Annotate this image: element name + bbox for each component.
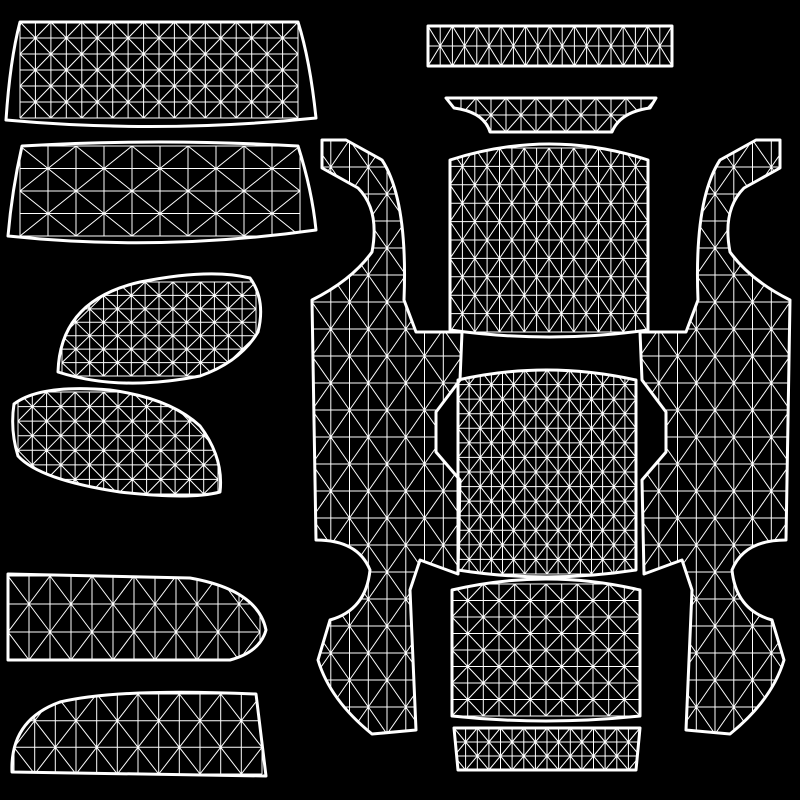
rear-bumper-outline <box>452 726 642 772</box>
rear-spoiler-strip-island <box>444 96 658 134</box>
trunk-island <box>450 577 642 723</box>
right-body-side-outline <box>638 138 792 736</box>
hood-island <box>448 142 650 339</box>
hood-mesh <box>450 147 648 333</box>
side-window-upper-mesh <box>8 575 261 660</box>
roof-outline <box>456 368 638 579</box>
rear-spoiler-strip-outline <box>444 96 658 134</box>
headlight-lower-island <box>11 387 223 498</box>
hood-outline <box>448 142 650 339</box>
right-body-side-mesh <box>640 140 790 734</box>
windshield-bottom-mesh <box>19 145 301 237</box>
left-body-side-island <box>310 138 464 736</box>
windshield-top-mesh <box>19 22 299 119</box>
windshield-top-outline <box>4 20 318 129</box>
headlight-lower-mesh <box>17 391 219 495</box>
right-body-side-island <box>638 138 792 736</box>
trunk-outline <box>450 577 642 723</box>
headlight-upper-island <box>56 272 263 385</box>
front-bumper-strip-island <box>426 24 674 68</box>
side-window-lower-outline <box>10 690 268 778</box>
front-bumper-strip-mesh <box>428 26 672 66</box>
side-window-upper-island <box>6 572 268 662</box>
windshield-bottom-outline <box>6 140 318 245</box>
left-body-side-mesh <box>312 140 462 734</box>
rear-bumper-island <box>452 726 642 772</box>
windshield-bottom-island <box>6 140 318 245</box>
side-window-upper-outline <box>6 572 268 662</box>
rear-bumper-mesh <box>454 728 640 770</box>
rear-spoiler-strip-mesh <box>446 98 656 132</box>
headlight-lower-outline <box>11 387 223 498</box>
windshield-top-island <box>4 20 318 129</box>
roof-island <box>456 368 638 579</box>
left-body-side-outline <box>310 138 464 736</box>
roof-mesh <box>458 370 636 575</box>
trunk-mesh <box>452 583 640 717</box>
front-bumper-strip-outline <box>426 24 674 68</box>
headlight-upper-outline <box>56 272 263 385</box>
side-window-lower-island <box>10 690 268 778</box>
